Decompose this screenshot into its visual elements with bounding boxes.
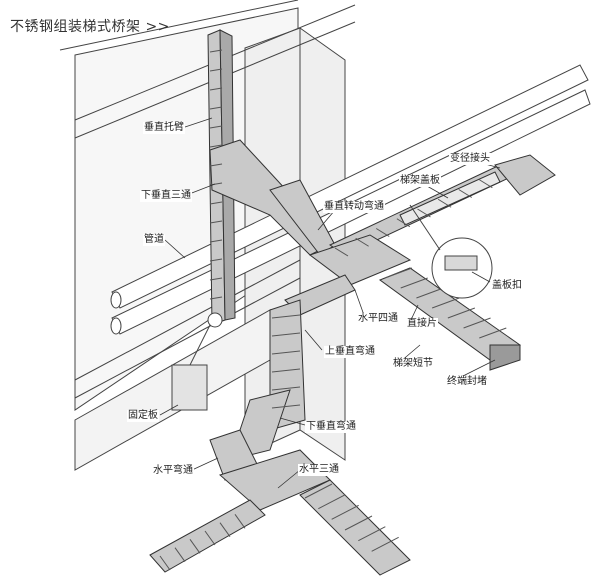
run-rung — [318, 494, 346, 510]
riser-rung — [209, 296, 223, 300]
run-rung — [234, 514, 246, 529]
riser-rung — [209, 277, 223, 281]
ladder-rungs — [159, 49, 507, 571]
label-horizontal-tee: 水平三通 — [298, 464, 340, 476]
fixing-plate-detail — [171, 364, 208, 411]
run-rung — [159, 555, 171, 571]
run-rung — [204, 530, 216, 546]
label-horizontal-elbow: 水平弯通 — [152, 465, 194, 477]
riser-rung — [209, 87, 223, 91]
run-rung — [479, 179, 493, 189]
horizontal-cross — [308, 234, 412, 286]
run-rung — [271, 350, 301, 355]
label-ladder-short-section: 梯架短节 — [392, 358, 434, 370]
run-rung — [271, 368, 301, 373]
fixing-plate-leader — [189, 324, 211, 366]
run-rung — [371, 536, 399, 552]
run-rung — [271, 404, 301, 409]
cable-trays — [149, 29, 556, 576]
riser-rung — [209, 220, 223, 224]
label-fixing-plate: 固定板 — [127, 410, 159, 422]
cover-plate — [399, 171, 501, 226]
run-rung — [271, 386, 301, 391]
riser-rung — [209, 239, 223, 243]
riser-rung — [209, 106, 223, 110]
leader-upper-vertical-elbow — [304, 329, 323, 351]
riser-rung — [209, 201, 223, 205]
label-vertical-turn-elbow: 垂直转动弯通 — [323, 201, 385, 213]
end-cap-block — [489, 344, 521, 371]
label-vertical-bracket: 垂直托臂 — [143, 122, 185, 134]
run-rung — [437, 198, 452, 208]
page-title: 不锈钢组装梯式桥架 >> — [10, 19, 170, 35]
riser-rung — [209, 49, 223, 53]
run-rung — [375, 228, 390, 237]
run-rung — [431, 297, 460, 309]
riser-rung — [209, 125, 223, 129]
leader-horizontal-elbow — [191, 457, 219, 471]
tee-branch-left — [149, 499, 266, 573]
leader-horizontal-tee — [277, 469, 301, 489]
run-rung — [396, 218, 411, 228]
run-rung — [331, 504, 359, 520]
run-rung — [417, 208, 431, 218]
run-rung — [416, 287, 444, 299]
detail-callouts — [171, 204, 493, 411]
cover-clip-part — [444, 255, 478, 271]
rail-low — [74, 259, 301, 381]
pipe-lower-end — [110, 317, 122, 335]
label-end-cap: 终端封堵 — [446, 376, 488, 388]
run-rung — [271, 314, 301, 319]
leader-pipe — [164, 239, 186, 259]
label-pipe: 管道 — [143, 234, 165, 246]
label-horizontal-cross: 水平四通 — [357, 313, 399, 325]
run-rung — [463, 317, 491, 329]
wall-top-edge — [59, 0, 299, 51]
run-rung — [189, 539, 201, 554]
run-rung — [355, 237, 369, 247]
fixing-plate-marker — [207, 312, 223, 328]
run-rung — [334, 247, 349, 257]
leader-fixing-plate — [159, 404, 179, 416]
run-rung — [447, 307, 476, 319]
riser-rung — [209, 258, 223, 262]
tee-branch-right — [299, 479, 411, 576]
run-rung — [358, 526, 386, 542]
run-rung — [384, 267, 413, 279]
label-lower-vertical-elbow: 下垂直弯通 — [305, 421, 357, 433]
label-upper-vertical-elbow: 上垂直弯通 — [324, 346, 376, 358]
run-rung — [271, 332, 301, 337]
riser-rung — [209, 163, 223, 167]
riser-rung — [209, 182, 223, 186]
leader-vertical-bracket — [181, 117, 213, 129]
run-rung — [174, 547, 186, 562]
run-rung — [458, 189, 473, 198]
rail-low2 — [74, 277, 301, 399]
run-rung — [479, 327, 507, 339]
reducer-joint — [494, 154, 556, 196]
run-rung — [304, 483, 333, 499]
run-rung — [219, 522, 231, 537]
run-rung — [344, 515, 373, 531]
leader-cover-clip — [471, 271, 491, 283]
label-ladder-cover: 梯架盖板 — [399, 175, 441, 187]
label-straight-plate: 直接片 — [406, 318, 438, 330]
cover-clip-leader — [409, 204, 441, 251]
leader-lower-vertical-elbow — [279, 417, 306, 426]
run-rung — [400, 277, 428, 289]
label-reducer-joint: 变径接头 — [449, 153, 491, 165]
riser-rung — [209, 144, 223, 148]
pipe-upper-end — [110, 291, 122, 309]
riser-rung — [209, 68, 223, 72]
leader-vertical-turn-elbow — [317, 209, 336, 231]
label-cover-clip: 盖板扣 — [491, 280, 523, 292]
label-lower-vertical-tee: 下垂直三通 — [140, 190, 192, 202]
